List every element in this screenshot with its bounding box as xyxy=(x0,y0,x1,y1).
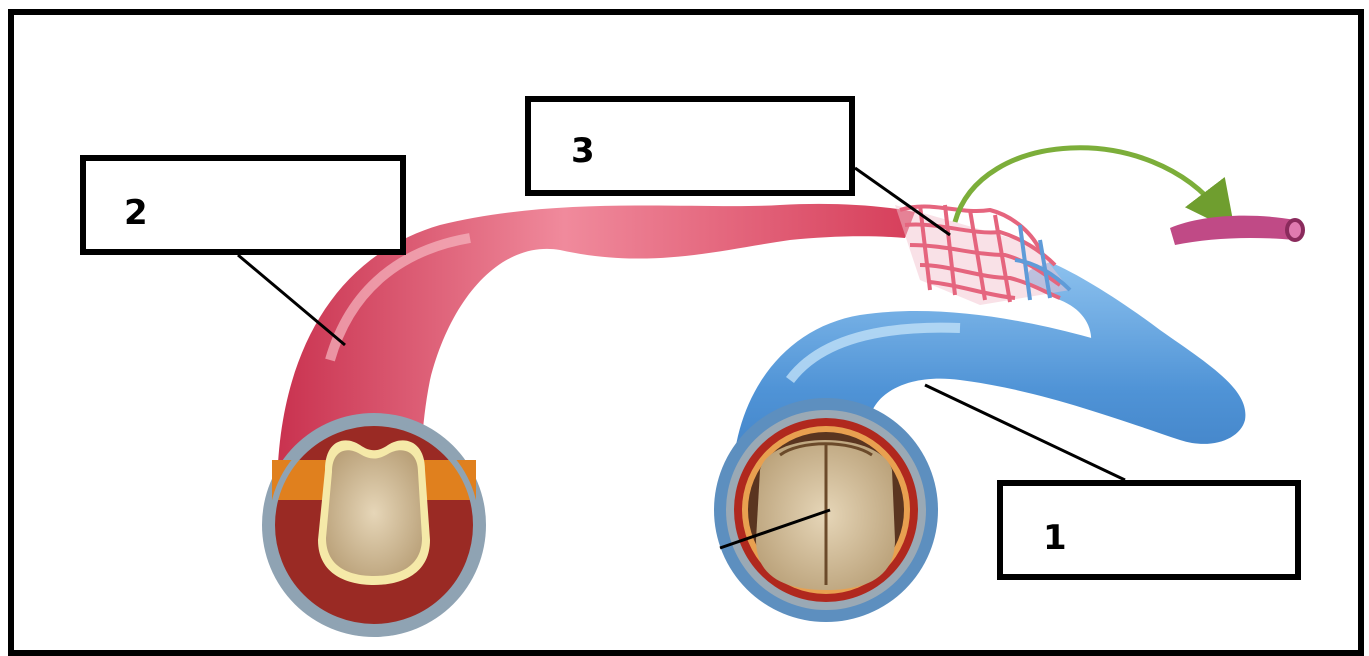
label-box-2[interactable]: 2 xyxy=(80,155,406,255)
label-number-2: 2 xyxy=(124,196,148,230)
artery-lumen xyxy=(326,450,422,576)
label-box-3[interactable]: 3 xyxy=(525,96,855,196)
artery-cross-section xyxy=(262,413,486,637)
leader-line-2 xyxy=(238,255,345,345)
small-vessel xyxy=(1170,216,1305,245)
label-number-1: 1 xyxy=(1043,521,1067,555)
label-box-1[interactable]: 1 xyxy=(997,480,1301,580)
label-number-3: 3 xyxy=(571,134,595,168)
capillary-bed xyxy=(895,205,1070,305)
